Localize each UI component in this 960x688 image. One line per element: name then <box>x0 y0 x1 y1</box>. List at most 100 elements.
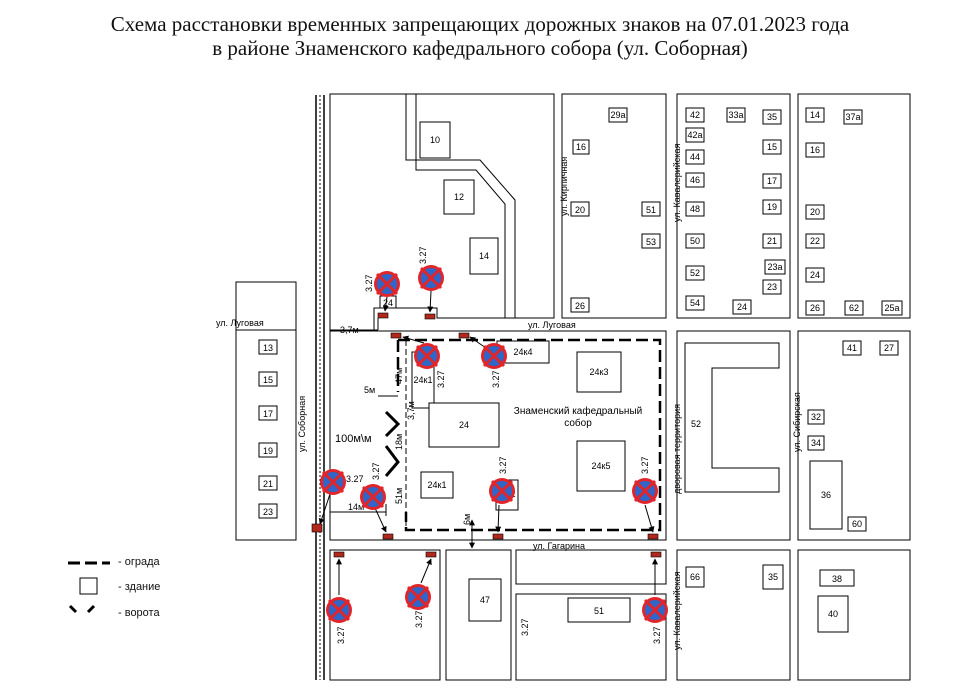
sign-code-labels: 3.27 3.27 3.27 3.27 3.27 3.27 3.27 3.27 … <box>336 246 662 644</box>
building-38: 38 <box>832 574 842 584</box>
building-23-c: 23 <box>263 507 273 517</box>
building-52-big: 52 <box>691 419 701 429</box>
dim-100mm: 100м\м <box>335 433 372 445</box>
building-27: 27 <box>884 343 894 353</box>
inner-road <box>405 94 516 318</box>
legend-symbols <box>68 561 110 614</box>
legend-gate-label: - ворота <box>118 607 160 619</box>
building-23-b: 23 <box>767 282 777 292</box>
building-24-c: 24 <box>810 270 820 280</box>
rail-line <box>315 95 325 680</box>
label-dvorovaya: дворовая территория <box>672 404 682 494</box>
street-kavaleriyskaya-bottom: ул. Кавалерийская <box>672 572 682 650</box>
gates <box>384 410 401 477</box>
building-24k4: 24к4 <box>514 347 533 357</box>
building-66: 66 <box>690 572 700 582</box>
building-24k1-a: 24к1 <box>414 375 433 385</box>
building-60: 60 <box>852 519 862 529</box>
building-24-top: 24 <box>383 298 393 308</box>
building-16-a: 16 <box>576 142 586 152</box>
no-stopping-sign-icon <box>412 341 442 371</box>
street-lugovaya-right: ул. Луговая <box>528 320 576 330</box>
sign-code-label: 3.27 <box>498 456 508 474</box>
building-62: 62 <box>849 303 859 313</box>
building-46: 46 <box>690 175 700 185</box>
building-24k5: 24к5 <box>592 461 611 471</box>
building-51-b: 51 <box>594 606 604 616</box>
no-stopping-sign-icon <box>318 467 348 497</box>
sign-code-label: 3.27 <box>371 462 381 480</box>
city-blocks <box>235 93 911 681</box>
cathedral-label: Знаменский кафедральный собор <box>514 405 642 429</box>
building-35-a: 35 <box>767 112 777 122</box>
map-title-line1: Схема расстановки временных запрещающих … <box>110 12 850 36</box>
sign-code-label: 3.27 <box>520 618 530 636</box>
sign-code-label: 3.27 <box>336 626 346 644</box>
building-40: 40 <box>828 609 838 619</box>
building-23a: 23а <box>767 262 782 272</box>
building-12: 12 <box>454 192 464 202</box>
building-22: 22 <box>810 236 820 246</box>
map-title: Схема расстановки временных запрещающих … <box>0 12 960 60</box>
building-21-a: 21 <box>767 236 777 246</box>
building-54: 54 <box>690 298 700 308</box>
building-37a: 37а <box>845 112 860 122</box>
building-34: 34 <box>811 438 821 448</box>
building-26-b: 26 <box>810 303 820 313</box>
building-19-a: 19 <box>767 202 777 212</box>
dim-3-7m-top: 3,7м <box>340 325 359 335</box>
building-29a: 29а <box>610 110 625 120</box>
building-24-b: 24 <box>737 302 747 312</box>
dim-6m: 6м <box>462 514 472 525</box>
dim-18m: 18м <box>394 434 404 450</box>
street-labels: ул. Луговая ул. Луговая ул. Гагарина ул.… <box>216 144 802 650</box>
building-25a: 25а <box>884 303 899 313</box>
building-24-main: 24 <box>459 420 469 430</box>
no-stopping-sign-icon <box>403 582 433 612</box>
building-16-b: 16 <box>810 145 820 155</box>
building-51-a: 51 <box>646 205 656 215</box>
legend-fence-label: - ограда <box>118 556 160 568</box>
building-33a: 33а <box>728 110 743 120</box>
building-24k3: 24к3 <box>590 367 609 377</box>
sign-code-label: 3.27 <box>364 274 374 292</box>
building-44: 44 <box>690 152 700 162</box>
sign-code-label: 3.27 <box>418 246 428 264</box>
street-kavaleriyskaya-top: ул. Кавалерийская <box>672 144 682 222</box>
sign-code-label: 3.27 <box>491 370 501 388</box>
sign-code-label: 3.27 <box>414 610 424 628</box>
building-42a: 42а <box>687 130 702 140</box>
building-50: 50 <box>690 236 700 246</box>
building-10: 10 <box>430 135 440 145</box>
no-stopping-sign-icon <box>479 341 509 371</box>
building-35-b: 35 <box>768 572 778 582</box>
cathedral-fence <box>396 338 662 532</box>
legend-building-label: - здание <box>118 581 161 593</box>
sign-code-label: 3.27 <box>640 456 650 474</box>
dimension-texts: 3,7м 47м 5м 3,7м 18м 100м\м 51м 14м 6м <box>335 325 472 525</box>
building-42: 42 <box>690 110 700 120</box>
building-14: 14 <box>479 251 489 261</box>
building-21-b: 21 <box>263 479 273 489</box>
building-52-a: 52 <box>690 268 700 278</box>
dim-51m: 51м <box>394 488 404 504</box>
building-15-b: 15 <box>263 375 273 385</box>
building-17-a: 17 <box>767 176 777 186</box>
dim-5m: 5м <box>364 385 375 395</box>
no-stopping-sign-icon <box>416 263 446 293</box>
buildings: 10 12 14 24 29а 16 20 51 53 26 42 33а 35… <box>258 107 903 633</box>
building-53: 53 <box>646 237 656 247</box>
no-stopping-sign-icon <box>324 595 354 625</box>
building-26-a: 26 <box>575 301 585 311</box>
building-19-b: 19 <box>263 446 273 456</box>
sign-code-label: 3.27 <box>436 370 446 388</box>
building-15-a: 15 <box>767 142 777 152</box>
street-kirpichnaya: ул. Кирпичная <box>559 157 569 216</box>
no-stopping-sign-icon <box>358 482 388 512</box>
building-24k1-b: 24к1 <box>428 480 447 490</box>
building-48: 48 <box>690 204 700 214</box>
building-14-b: 14 <box>810 110 820 120</box>
building-20-b: 20 <box>810 207 820 217</box>
street-gagarina: ул. Гагарина <box>533 541 585 551</box>
